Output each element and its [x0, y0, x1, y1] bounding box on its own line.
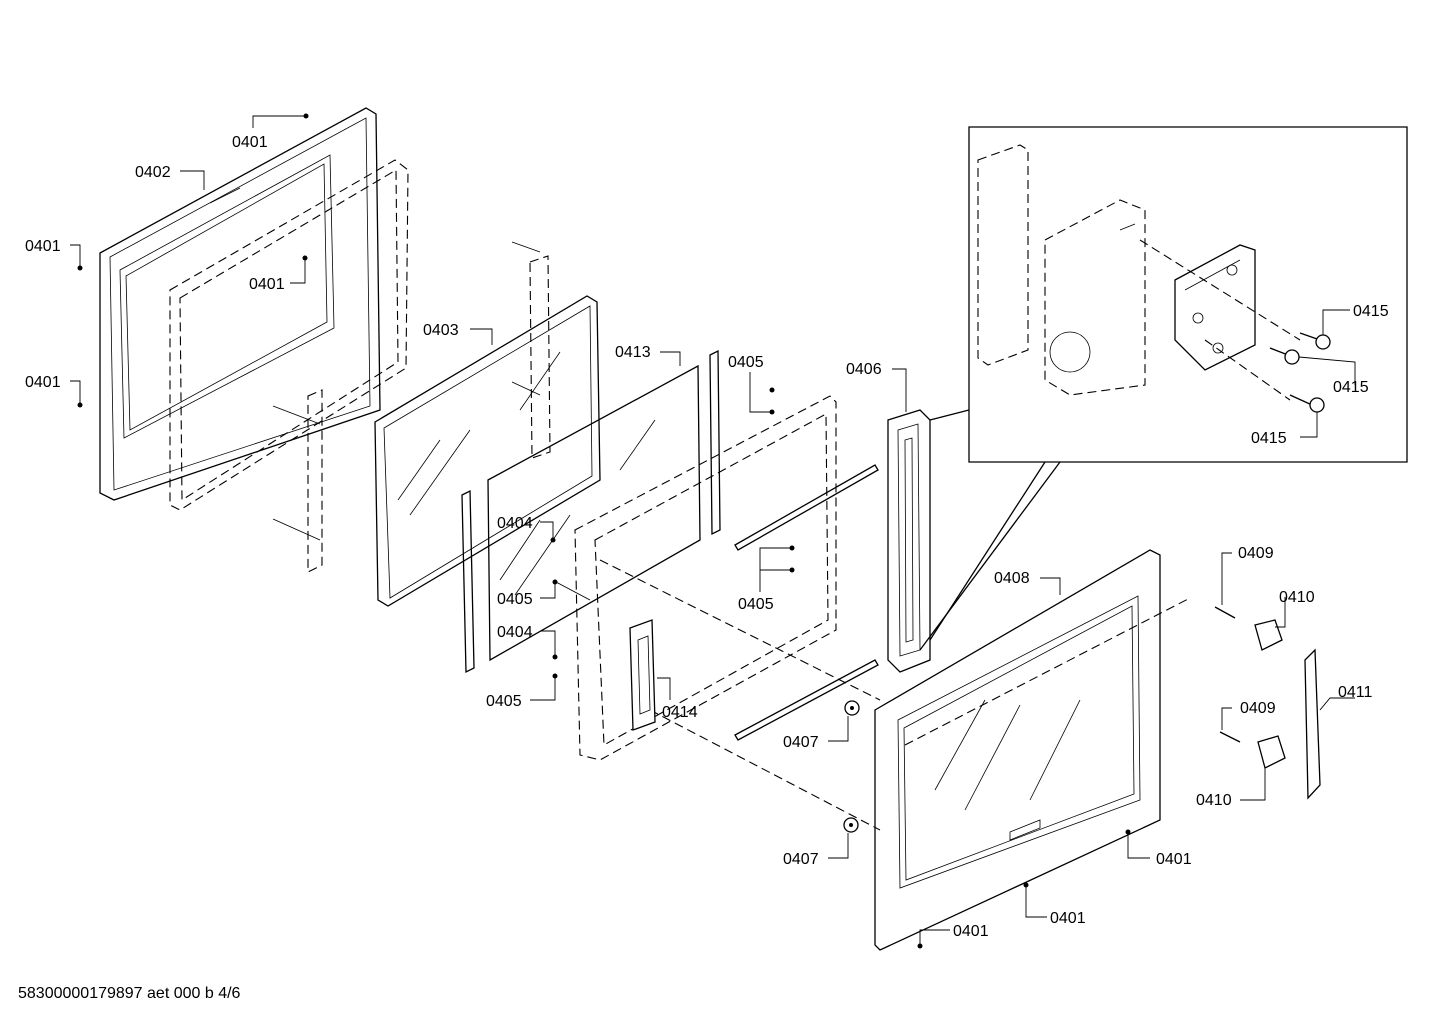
- screw-0415-c: [1289, 394, 1325, 413]
- label-0405-middle: 0405: [497, 591, 533, 608]
- slide-rail-lower: [734, 659, 879, 741]
- label-0415-c: 0415: [1251, 430, 1287, 447]
- label-0401-door-bottom-left: 0401: [953, 923, 989, 940]
- label-0402: 0402: [135, 164, 171, 181]
- handle-pin-0409-bottom: [1219, 731, 1241, 743]
- door-handle-0411: [1304, 648, 1321, 800]
- glass-panel-0403: [374, 295, 601, 607]
- left-side-bracket: [272, 389, 323, 573]
- insulation-frame: [169, 159, 409, 511]
- spacer-0407-lower: [843, 817, 859, 833]
- handle-cap-0410-bottom: [1257, 735, 1286, 769]
- label-0407-upper: 0407: [783, 734, 819, 751]
- label-0401-door-right: 0401: [1156, 851, 1192, 868]
- glass-left-bracket: [461, 489, 475, 674]
- label-0409-bottom: 0409: [1240, 700, 1276, 717]
- part-labels: 0401 0402 0401 0401 0401 0403 0413 0405 …: [25, 134, 1389, 940]
- label-0409-top: 0409: [1238, 545, 1274, 562]
- spacer-0407-upper: [844, 700, 860, 716]
- screw-0415-b: [1269, 347, 1300, 365]
- label-0415-b: 0415: [1333, 379, 1369, 396]
- hinge-0414: [629, 619, 656, 731]
- label-0405-right: 0405: [738, 596, 774, 613]
- label-0414: 0414: [662, 704, 698, 721]
- glass-right-bracket: [709, 349, 721, 536]
- label-0405-top: 0405: [728, 354, 764, 371]
- door-vertical-rail: [511, 241, 551, 459]
- label-0404-upper: 0404: [497, 515, 533, 532]
- inner-door-frame: [99, 107, 381, 501]
- glass-panel-0413: [487, 364, 701, 662]
- detail-inset: [919, 126, 1408, 651]
- document-code: 58300000179897 aet 000 b 4/6: [18, 985, 241, 1002]
- label-0405-lower: 0405: [486, 693, 522, 710]
- outer-door-0408: [874, 549, 1191, 951]
- handle-pin-0409-top: [1214, 606, 1236, 619]
- label-0413: 0413: [615, 344, 651, 361]
- screw-0415-a: [1299, 332, 1331, 350]
- label-0407-lower: 0407: [783, 851, 819, 868]
- label-0408: 0408: [994, 570, 1030, 587]
- label-0411: 0411: [1338, 684, 1373, 701]
- label-0410-top: 0410: [1279, 589, 1315, 606]
- leader-lines: [70, 113, 1356, 949]
- door-chassis: [574, 395, 881, 831]
- label-0401-left-upper: 0401: [25, 238, 61, 255]
- label-0410-bottom: 0410: [1196, 792, 1232, 809]
- label-0401-inner: 0401: [249, 276, 285, 293]
- label-0401-door-bottom: 0401: [1050, 910, 1086, 927]
- label-0406: 0406: [846, 361, 882, 378]
- handle-cap-0410-top: [1254, 619, 1283, 651]
- label-0401-top: 0401: [232, 134, 268, 151]
- label-0415-a: 0415: [1353, 303, 1389, 320]
- label-0403: 0403: [423, 322, 459, 339]
- label-0404-lower: 0404: [497, 624, 533, 641]
- hinge-bracket-0406: [887, 409, 931, 673]
- label-0401-left-lower: 0401: [25, 374, 61, 391]
- slide-rail-upper: [734, 464, 879, 551]
